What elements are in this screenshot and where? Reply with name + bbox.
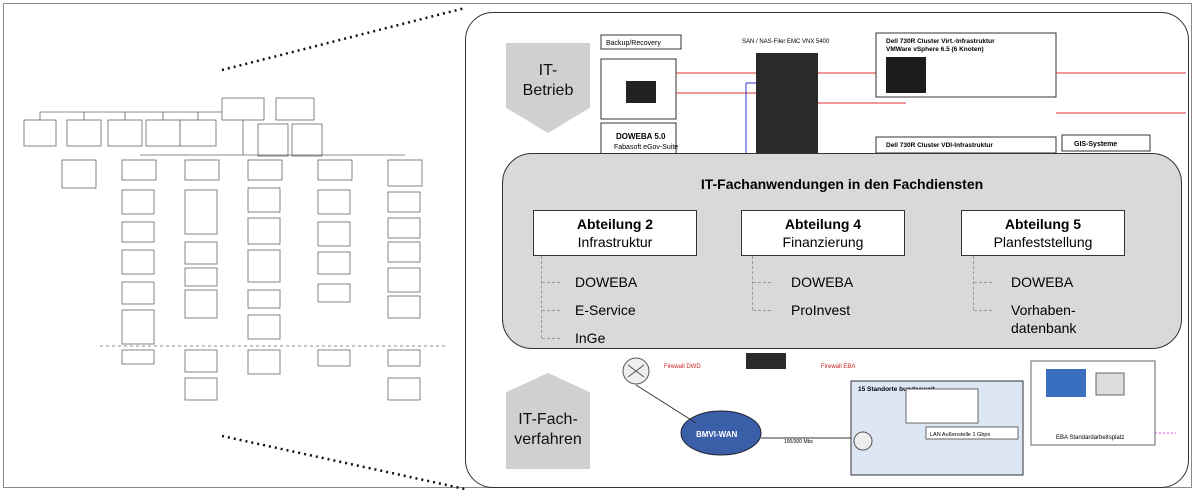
department-area: Finanzierung — [782, 234, 864, 250]
tree-tick — [974, 310, 992, 311]
org-chart-columns — [100, 159, 445, 401]
category-it-fachverfahren: IT-Fach- verfahren — [506, 373, 590, 469]
infra-label: Dell 730R Cluster Virt.-Infrastruktur — [886, 38, 995, 45]
infra-label: SAN / NAS-Filer EMC VNX 5400 — [742, 39, 830, 45]
tree-tick — [974, 282, 992, 283]
infra-label: DOWEBA 5.0 — [616, 132, 666, 141]
department-box-abteilung-2: Abteilung 2 Infrastruktur — [533, 210, 697, 256]
application-item: DOWEBA — [1011, 274, 1074, 290]
zoom-line-bottom — [221, 434, 465, 491]
department-box-abteilung-4: Abteilung 4 Finanzierung — [741, 210, 905, 256]
tree-tick — [542, 338, 560, 339]
infra-label: Firewall DWD — [664, 364, 701, 370]
org-chart-thumbnail — [23, 6, 465, 491]
org-chart-top — [23, 97, 405, 189]
tree-tick — [542, 282, 560, 283]
department-area: Infrastruktur — [577, 234, 653, 250]
category-it-betrieb-label: IT- Betrieb — [522, 62, 574, 99]
infra-label: VMWare vSphere 6.5 (6 Knoten) — [886, 46, 984, 53]
zoom-line-top — [221, 6, 465, 72]
tree-line — [973, 256, 974, 310]
department-name: Abteilung 5 — [1004, 216, 1082, 232]
application-item: DOWEBA — [791, 274, 854, 290]
application-item: DOWEBA — [575, 274, 638, 290]
infra-label: Dell 730R Cluster VDI-Infrastruktur — [886, 142, 993, 149]
infra-label: Firewall EBA — [821, 364, 855, 370]
application-item: Vorhaben- datenbank — [1011, 302, 1077, 336]
infra-label: 15 Standorte bundesweit — [858, 386, 936, 393]
tree-tick — [753, 310, 771, 311]
infra-top: Backup/Recovery DOWEBA 5.0 Fabasoft eGov… — [600, 32, 1186, 164]
tree-tick — [542, 310, 560, 311]
it-landscape-box: Backup/Recovery DOWEBA 5.0 Fabasoft eGov… — [465, 12, 1189, 488]
infra-label: GIS-Systeme — [1074, 141, 1117, 148]
panel-title: IT-Fachanwendungen in den Fachdiensten — [700, 176, 984, 192]
application-item: ProInvest — [791, 302, 851, 318]
infra-label: Fabasoft eGov-Suite — [614, 144, 678, 151]
fachanwendungen-panel: IT-Fachanwendungen in den Fachdiensten A… — [502, 153, 1182, 349]
department-area: Planfeststellung — [993, 234, 1093, 250]
tree-line — [752, 256, 753, 310]
category-it-fachverfahren-label: IT-Fach- verfahren — [514, 411, 582, 448]
department-name: Abteilung 4 — [784, 216, 862, 232]
application-item: InGe — [575, 330, 606, 346]
infra-label: LAN Außenstelle 1 Gbps — [930, 432, 990, 438]
tree-line — [541, 256, 542, 338]
infra-label: 100/300 Mbs — [784, 439, 813, 445]
infra-label: EBA Standardarbeitsplatz — [1056, 435, 1124, 441]
infra-label: Backup/Recovery — [606, 40, 661, 47]
department-box-abteilung-5: Abteilung 5 Planfeststellung — [961, 210, 1125, 256]
tree-tick — [753, 282, 771, 283]
infra-label: BMVI-WAN — [696, 430, 738, 439]
department-name: Abteilung 2 — [576, 216, 654, 232]
infra-bottom: Firewall DWD Firewall EBA BMVI-WAN 100/3… — [622, 353, 1176, 476]
application-item: E-Service — [575, 302, 636, 318]
